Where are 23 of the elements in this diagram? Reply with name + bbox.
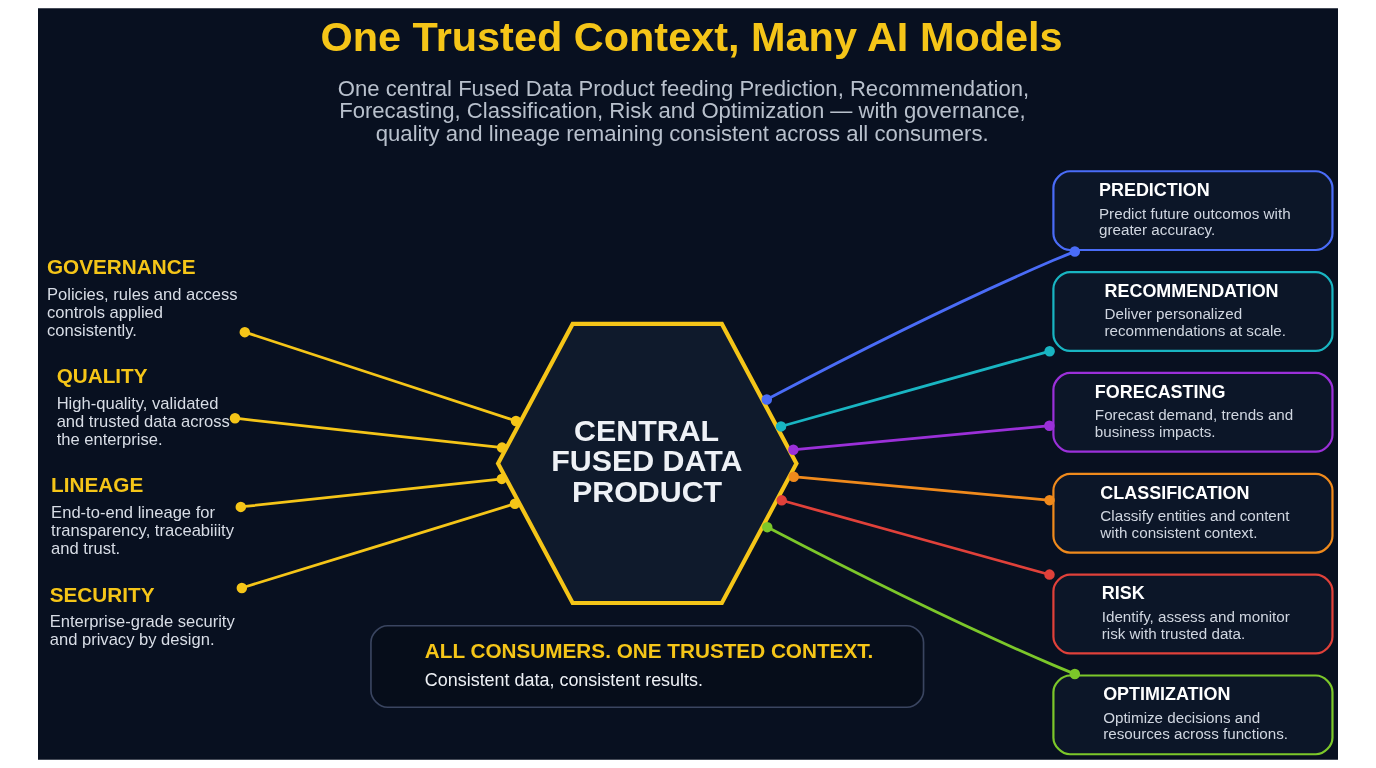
caption: One central Fused Data Product feeding Prediction, Recommendation, Forecasting, Classification, Risk and Optimization — with governance, quality and lineage remaining consistent across all consumers. — [337, 76, 1030, 146]
connector — [235, 473, 508, 513]
node-box: OPTIMIZATION Optimize decisions and resources across functions. — [1052, 674, 1334, 756]
connector — [236, 498, 521, 594]
connector — [775, 345, 1055, 432]
connector — [239, 326, 522, 427]
connector — [788, 420, 1055, 456]
node-text: GOVERNANCE Policies, rules and access controls applied consistently. — [46, 255, 238, 340]
connector — [229, 412, 508, 453]
connector — [788, 471, 1055, 506]
connector — [762, 521, 1081, 680]
node-text: LINEAGE End-to-end lineage for transparency, traceabiiity and trust. — [51, 473, 235, 559]
diagram-title: One Trusted Context, Many AI Models — [320, 13, 1063, 61]
node-text: SECURITY Enterprise-grade security and privacy by design. — [49, 582, 235, 650]
node-box: RECOMMENDATION Deliver personalized recommendations at scale. — [1052, 271, 1334, 352]
connector — [761, 246, 1081, 405]
node-box: ALL CONSUMERS. ONE TRUSTED CONTEXT. Consistent data, consistent results. — [370, 624, 925, 709]
node-box: RISK Identify, assess and monitor risk with trusted data. — [1052, 573, 1334, 655]
node-box: CLASSIFICATION Classify entities and content with consistent context. — [1052, 472, 1334, 554]
node-box: FORECASTING Forecast demand, trends and business impacts. — [1052, 371, 1334, 453]
node-box: PREDICTION Predict future outcomos with greater accuracy. — [1052, 170, 1334, 252]
connector — [776, 495, 1055, 580]
node-text: QUALITY High-quality, validated and trusted data across the enterprise. — [56, 364, 230, 449]
